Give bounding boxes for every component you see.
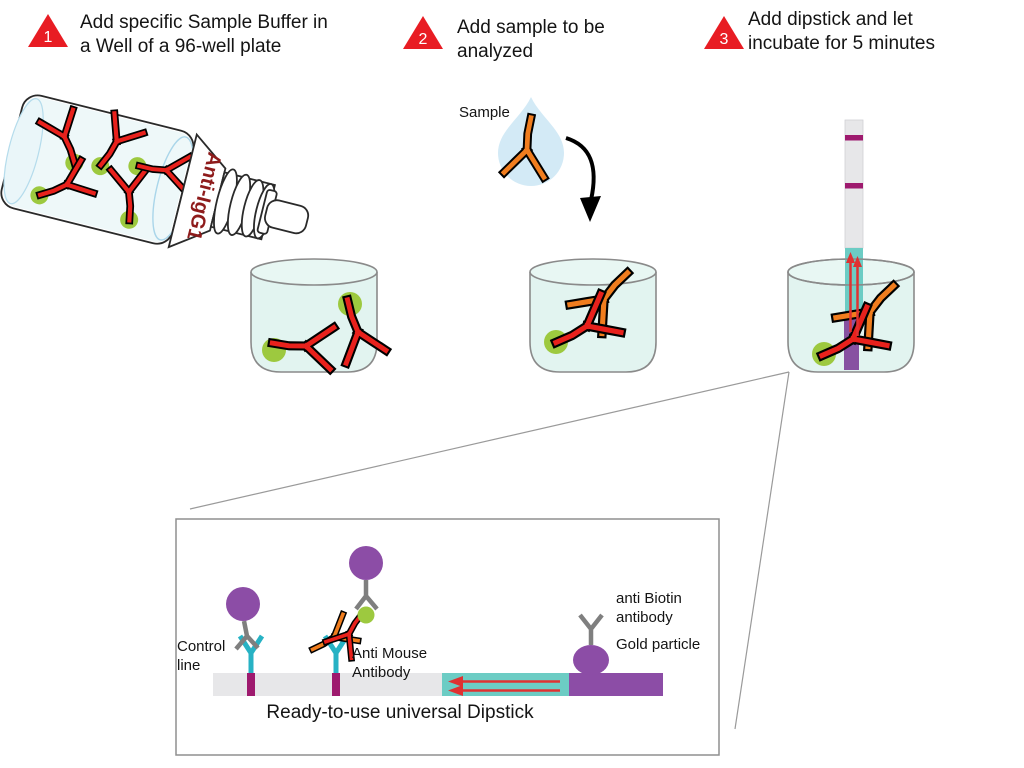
capture-complex-assembly [305, 546, 383, 673]
control-line-assembly [226, 587, 265, 673]
inset-box [175, 518, 720, 756]
add-sample-arrow [565, 136, 601, 222]
dipstick-caption: Ready-to-use universal Dipstick [266, 702, 534, 723]
test-line [845, 135, 863, 141]
sample-droplet [498, 97, 564, 186]
step1-label: Add specific Sample Buffer in a Well of … [80, 12, 328, 57]
gold-particle-label: Gold particle [616, 636, 701, 653]
capture-line-mark [332, 673, 340, 696]
step1-number: 1 [43, 29, 53, 46]
well2-complex [544, 258, 644, 361]
well3-complex [812, 271, 910, 374]
control-line-mark [247, 673, 255, 696]
bottle-label-band [167, 132, 227, 249]
gold-particle [226, 587, 260, 621]
flow-arrows-up [846, 252, 862, 336]
step2-number: 2 [418, 31, 428, 48]
anti-mouse-label: Anti Mouse Antibody [352, 645, 428, 681]
anti-biotin-antibody-gray [234, 620, 260, 651]
anti-igg1-bottle: Anti-IgG1 [0, 94, 310, 249]
bottle-face [3, 98, 44, 205]
anti-biotin-label: anti Biotin antibody [616, 590, 682, 626]
gold-particle [349, 546, 383, 580]
dipstick-vertical [844, 119, 864, 316]
test-line [845, 183, 863, 189]
anti-biotin-antibody-gray [578, 613, 604, 645]
bottle-dropper-tip [264, 199, 310, 235]
step3-number: 3 [719, 31, 729, 48]
control-line-label: Control line [177, 638, 226, 674]
well1-antibodies [262, 292, 386, 369]
inset-flow-arrows [448, 676, 560, 696]
gold-particle [573, 645, 609, 675]
magnifier-callout-lines [189, 371, 790, 730]
step3-label: Add dipstick and let incubate for 5 minu… [748, 9, 935, 54]
buffer-antibodies [20, 96, 199, 229]
membrane-teal-section [845, 248, 863, 316]
biotin-particle [357, 606, 375, 624]
inset-strip-membrane [213, 673, 442, 696]
step2-label: Add sample to be analyzed [457, 17, 605, 62]
sample-label: Sample [459, 104, 510, 121]
inset-strip-pad [569, 673, 663, 696]
anti-biotin-antibody-gray [354, 580, 379, 611]
gold-conjugate-assembly [573, 613, 609, 675]
